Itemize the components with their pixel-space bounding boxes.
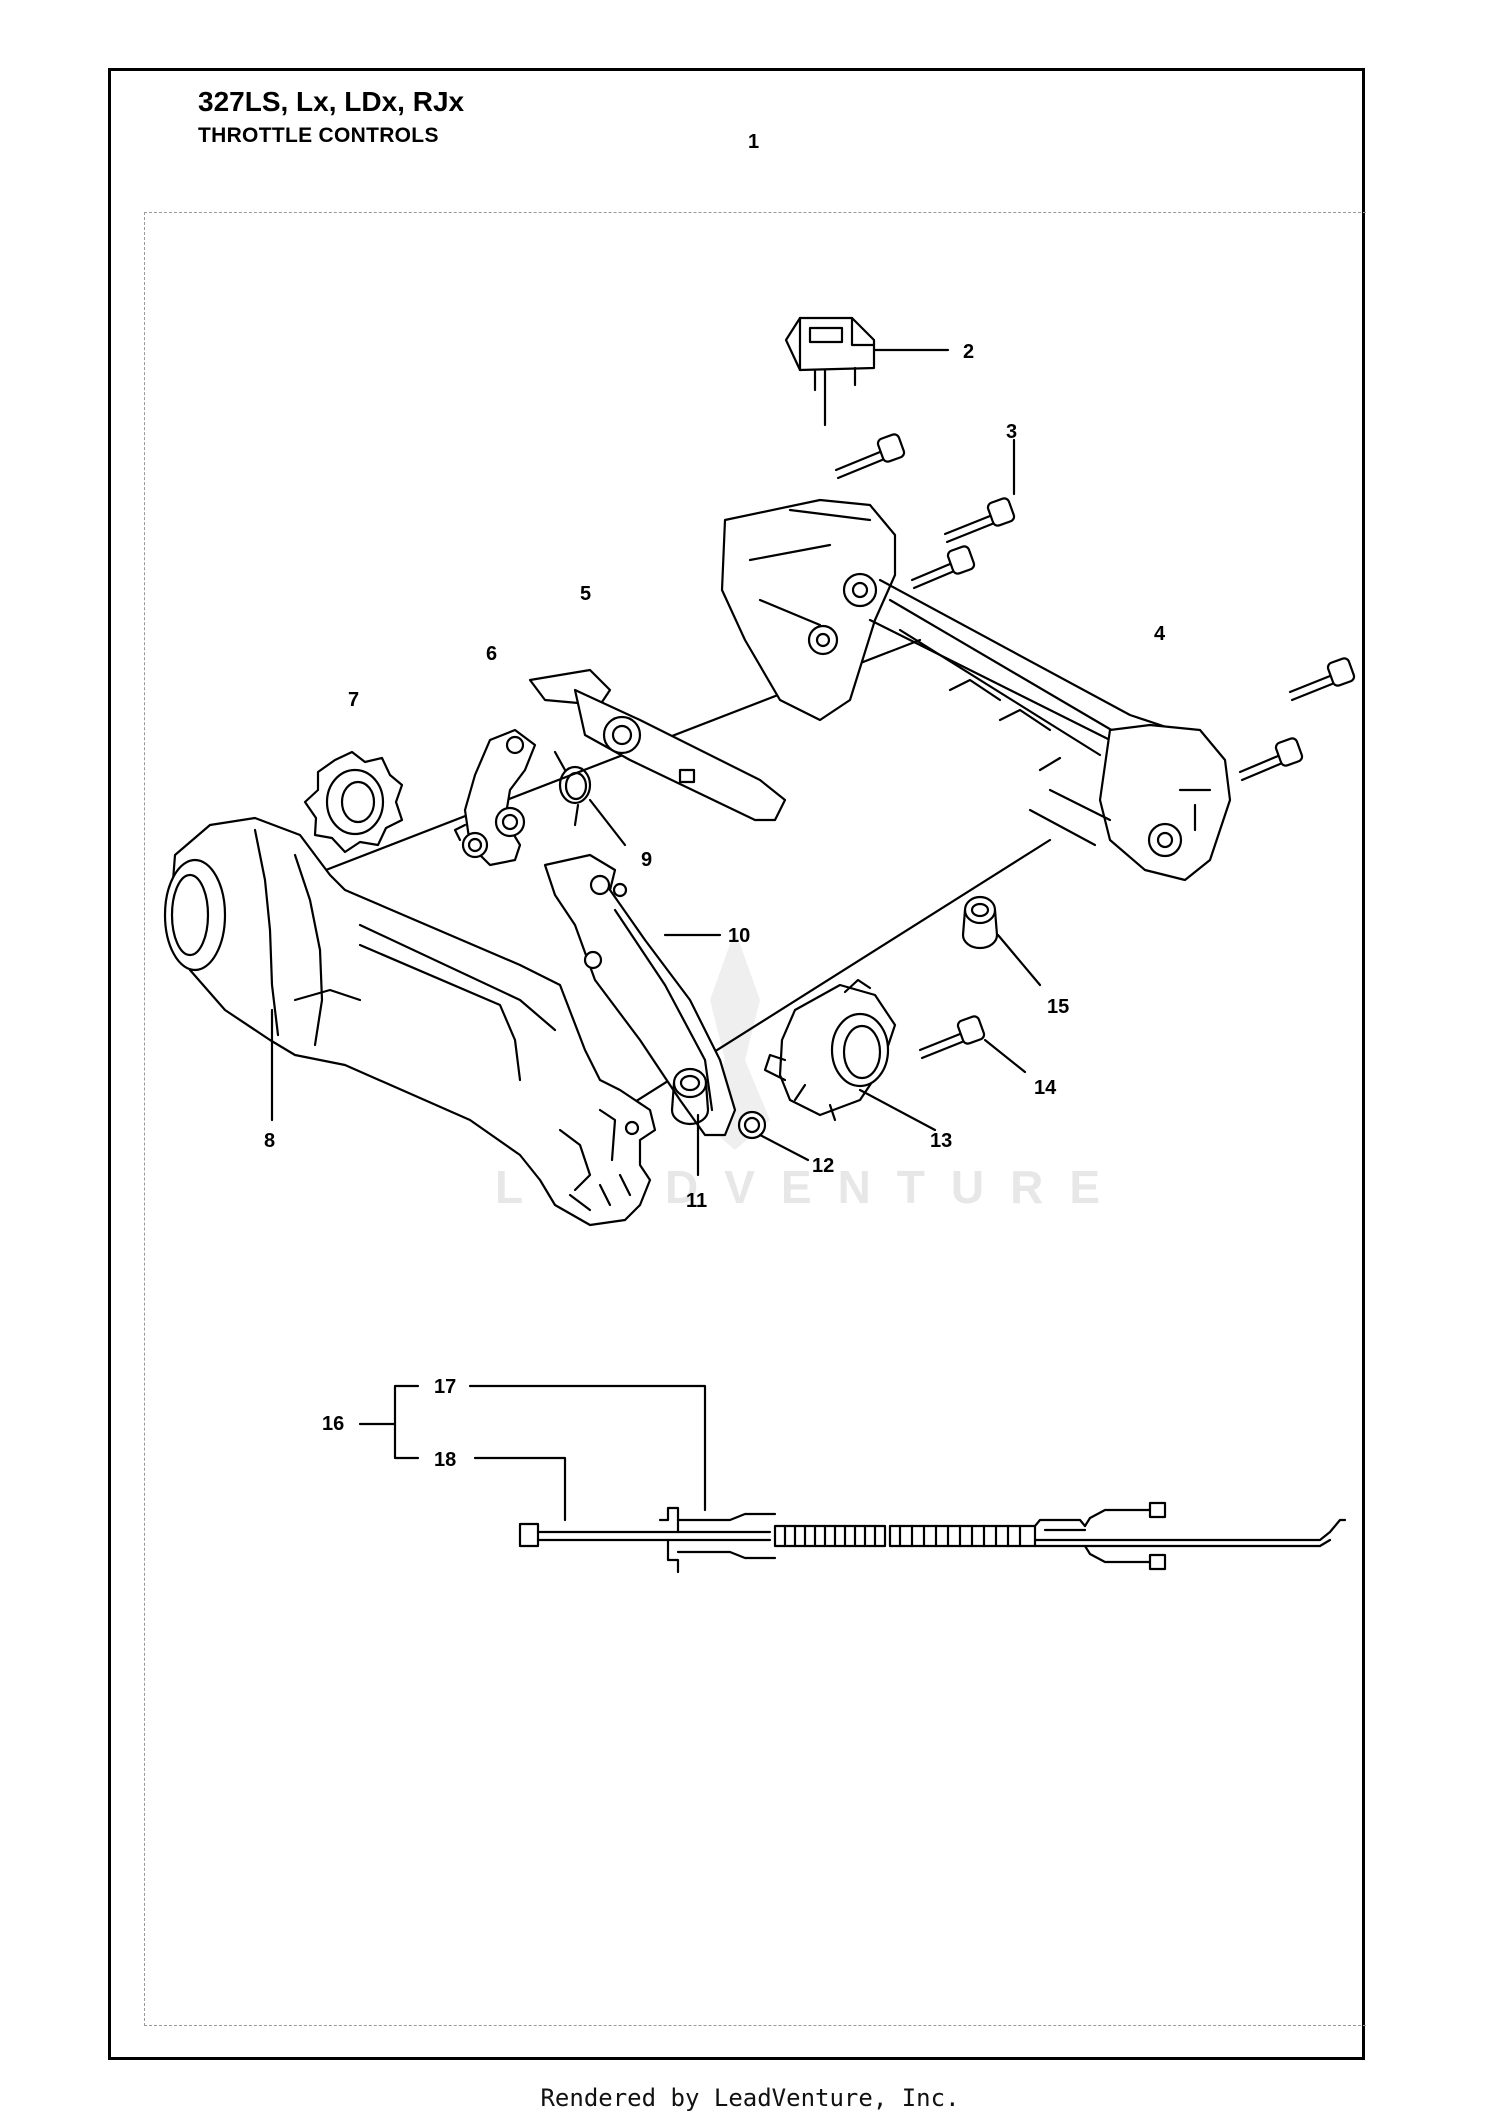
callout-18: 18 bbox=[434, 1449, 456, 1471]
callout-11: 11 bbox=[686, 1190, 707, 1212]
part-cable-assembly bbox=[358, 1384, 1347, 1574]
part-throttle-trigger bbox=[543, 853, 737, 1137]
part-handle-housing-left bbox=[163, 816, 657, 1227]
part-throttle-lock bbox=[528, 668, 787, 822]
callout-8: 8 bbox=[264, 1130, 275, 1152]
part-bushing-11 bbox=[670, 1067, 710, 1126]
part-cylinder-clamp bbox=[763, 978, 897, 1122]
part-nut-12 bbox=[737, 1110, 767, 1140]
callout-15: 15 bbox=[1047, 996, 1069, 1018]
callout-12: 12 bbox=[812, 1155, 834, 1177]
cable-end-cap bbox=[518, 1522, 540, 1548]
part-switch bbox=[784, 316, 876, 392]
part-handle-housing-right bbox=[720, 498, 1232, 882]
callout-6: 6 bbox=[486, 643, 497, 665]
callout-numbers: 1 2 3 4 5 6 7 8 9 10 11 12 13 14 15 16 1… bbox=[264, 131, 1166, 1471]
callout-14: 14 bbox=[1034, 1077, 1057, 1099]
callout-2: 2 bbox=[963, 341, 974, 363]
leader-line-14 bbox=[983, 1038, 1027, 1074]
leader-line-13 bbox=[858, 1088, 937, 1132]
leader-line-12 bbox=[758, 1133, 810, 1162]
model-title: 327LS, Lx, LDx, RJx bbox=[198, 86, 465, 117]
callout-7: 7 bbox=[348, 689, 359, 711]
leader-line-15 bbox=[996, 933, 1042, 987]
callout-4: 4 bbox=[1154, 623, 1166, 645]
callout-13: 13 bbox=[930, 1130, 952, 1152]
part-bracket bbox=[453, 728, 537, 867]
part-screw-14 bbox=[918, 1015, 986, 1060]
part-screws bbox=[834, 433, 1356, 782]
diagram-frame bbox=[108, 68, 1365, 2060]
part-star-washer bbox=[303, 750, 404, 854]
callout-3: 3 bbox=[1006, 421, 1017, 443]
part-spring bbox=[553, 750, 627, 847]
callout-5: 5 bbox=[580, 583, 591, 605]
callout-16: 16 bbox=[322, 1413, 344, 1435]
section-title: THROTTLE CONTROLS bbox=[198, 124, 439, 147]
footer-credit: Rendered by LeadVenture, Inc. bbox=[540, 2084, 960, 2112]
callout-9: 9 bbox=[641, 849, 652, 871]
part-bushing-15 bbox=[961, 895, 999, 950]
callout-10: 10 bbox=[728, 925, 750, 947]
callout-1: 1 bbox=[748, 131, 759, 153]
diagram-inner-border bbox=[144, 212, 1366, 2026]
callout-17: 17 bbox=[434, 1376, 456, 1398]
